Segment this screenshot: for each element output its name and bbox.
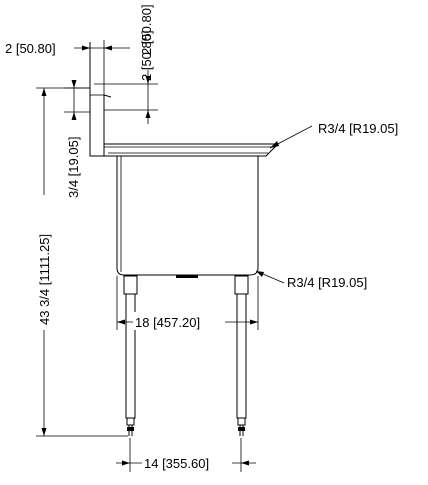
dim-leg-spacing-label: 14 [355.60] — [144, 456, 209, 471]
dim-top-height-label: 2 [50.80] — [139, 4, 154, 55]
radius-top-label: R3/4 [R19.05] — [318, 121, 398, 136]
dimension-overall-height: 43 3/4 [1111.25] — [34, 87, 128, 437]
radius-callout-bowl: R3/4 [R19.05] — [255, 270, 367, 290]
drain-outlet — [176, 275, 198, 278]
sink-rim — [104, 143, 280, 157]
radius-bowl-label: R3/4 [R19.05] — [287, 275, 367, 290]
dim-overall-height-label: 43 3/4 [1111.25] — [37, 234, 52, 325]
dimension-top-width: 2 [50.80] — [5, 40, 130, 95]
dimension-bowl-width: 18 [457.20] — [116, 276, 259, 330]
dim-rise-label: 2 [50.80] — [139, 30, 154, 81]
dim-top-width-label: 2 [50.80] — [5, 41, 56, 56]
dim-bowl-width-label: 18 [457.20] — [135, 315, 200, 330]
dimension-leg-spacing: 14 [355.60] — [116, 438, 256, 472]
dim-backsplash-thickness-label: 3/4 [19.05] — [66, 137, 81, 198]
dimension-rise: 2 [50.80] — [94, 30, 158, 124]
dimension-top-height: 2 [50.80] — [139, 4, 154, 55]
sink-bowl — [116, 156, 259, 278]
right-leg — [234, 275, 249, 436]
dimension-backsplash-thickness: 3/4 [19.05] — [64, 80, 90, 198]
left-leg — [123, 275, 138, 436]
radius-callout-top: R3/4 [R19.05] — [269, 121, 398, 149]
backsplash — [89, 42, 112, 157]
